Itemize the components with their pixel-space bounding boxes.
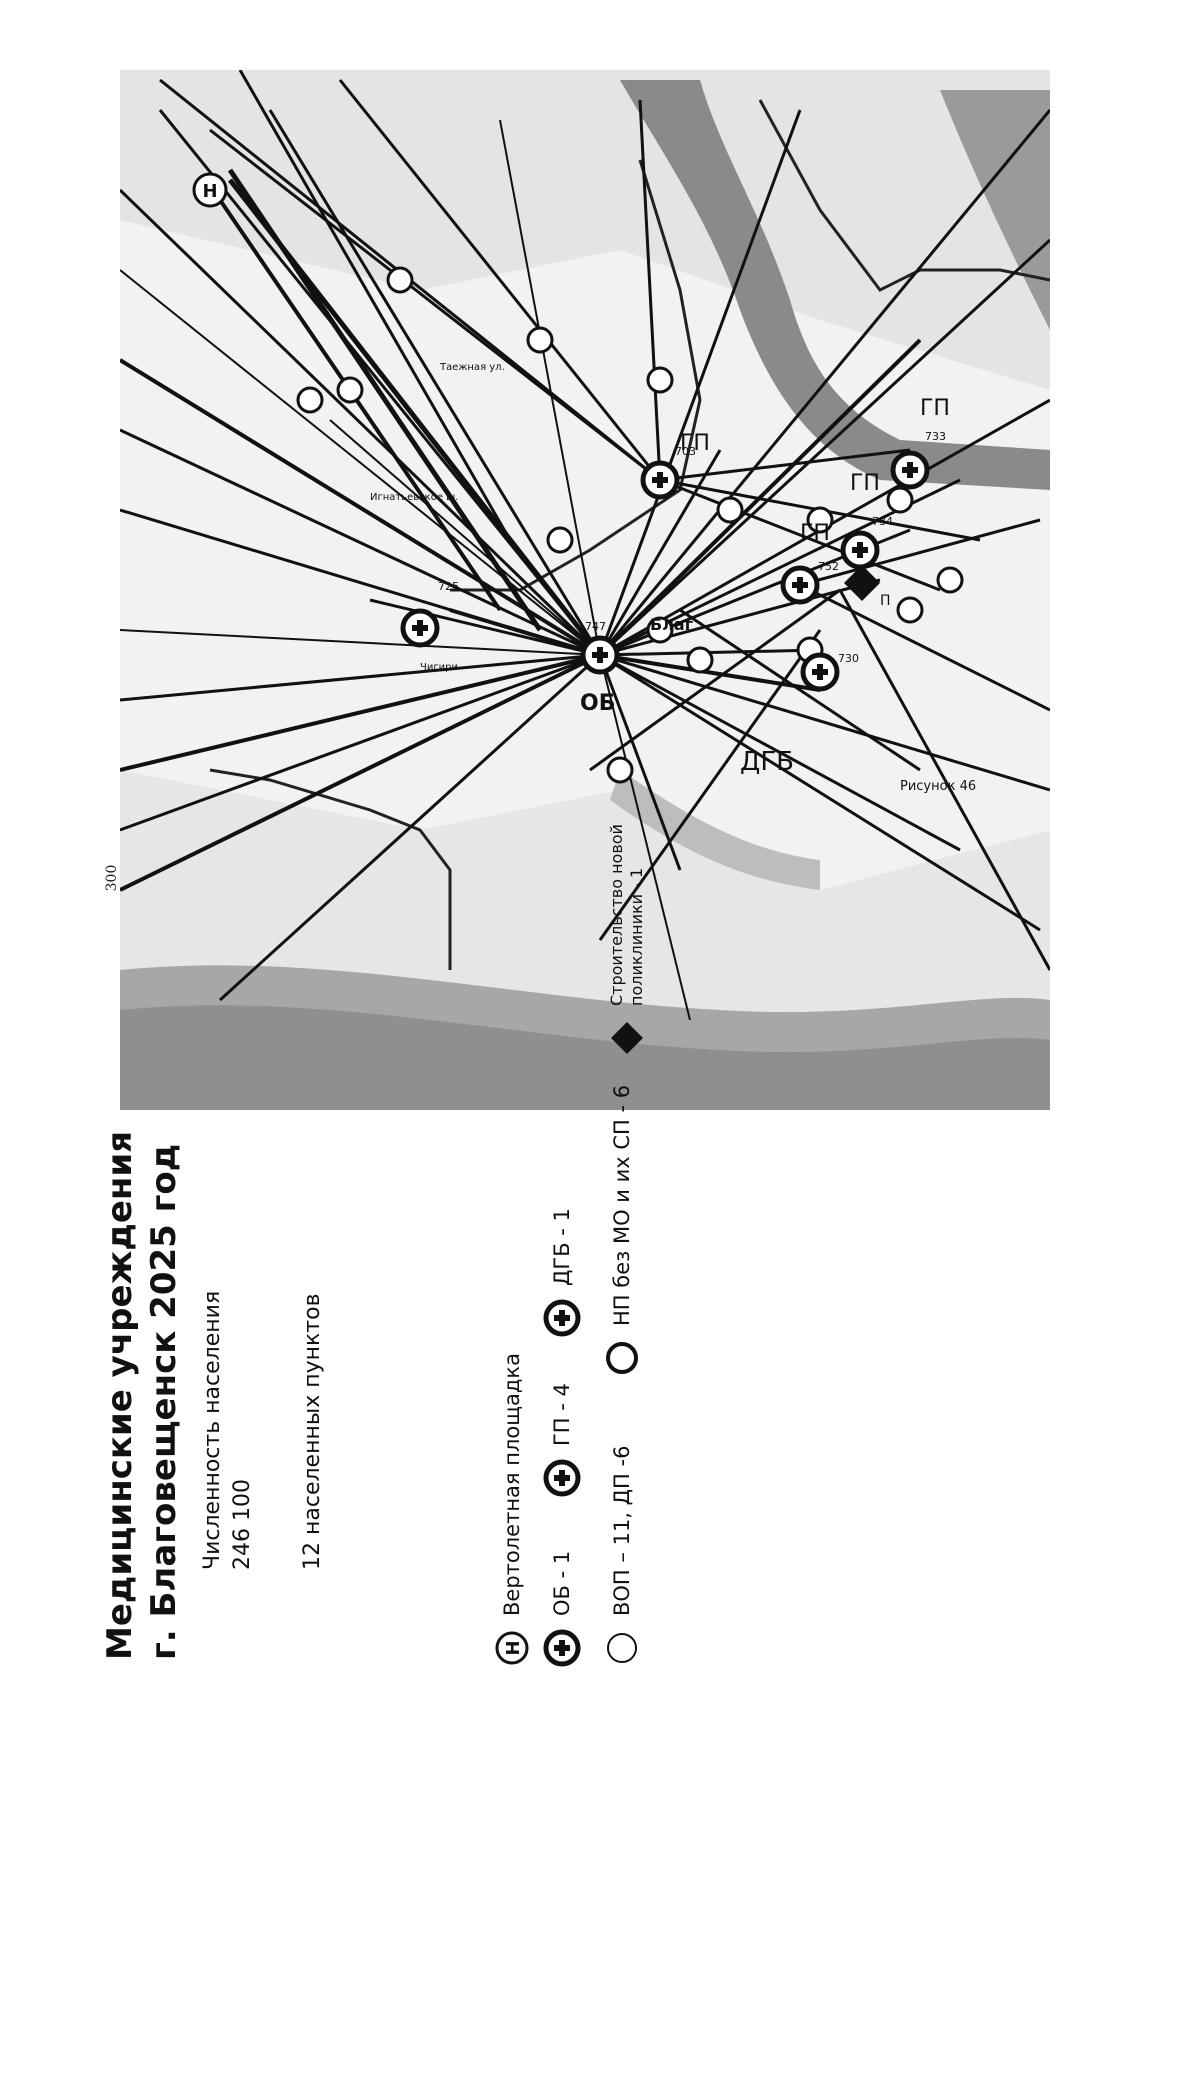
- map-label-tayozhnaya: Таежная ул.: [439, 362, 505, 373]
- helipad-marker: H: [192, 172, 228, 208]
- new-polyclinic-marker: [844, 565, 880, 601]
- page-subtitle: г. Благовещенск 2025 год: [144, 1143, 184, 1660]
- helipad-icon: H: [490, 1626, 534, 1670]
- marker-label: 734: [872, 515, 893, 528]
- marker-label: 730: [838, 652, 859, 665]
- svg-text:H: H: [503, 1640, 524, 1655]
- legend-item-new-polyclinic: Строительство новой поликлиники - 1: [605, 816, 649, 1060]
- marker-label: 747: [585, 620, 606, 633]
- page-title: Медицинские учреждения: [100, 1130, 140, 1660]
- legend-label: НП без МО и их СП - 6: [610, 1084, 634, 1326]
- map-label-gp: ГП: [680, 431, 710, 456]
- map-label-gp: ГП: [920, 396, 950, 421]
- map-view[interactable]: H 747 725 703 752 734 733 730 ОБ ГП: [120, 70, 1050, 1110]
- info-panel: Медицинские учреждения г. Благовещенск 2…: [100, 824, 660, 2090]
- map-label-dgb: ДГБ: [740, 747, 794, 777]
- hospital-cross-icon: [540, 1626, 584, 1670]
- map-label-chigiri: Чигири: [420, 662, 458, 673]
- legend-item-ob: ОБ - 1: [540, 1551, 584, 1670]
- hospital-cross-icon: [540, 1456, 584, 1500]
- black-diamond-icon: [605, 1016, 649, 1060]
- legend-item-vop: ВОП – 11, ДП -6: [600, 1446, 644, 1670]
- hospital-cross-icon: [540, 1296, 584, 1340]
- thick-circle-icon: [600, 1336, 644, 1380]
- legend-item-np: НП без МО и их СП - 6: [600, 1085, 644, 1380]
- population-label: Численность населения: [200, 1290, 225, 1570]
- legend-item-gp: ГП - 4: [540, 1383, 584, 1500]
- svg-text:H: H: [202, 181, 217, 202]
- figure-caption: Рисунок 46: [900, 779, 976, 794]
- marker-label: 733: [925, 430, 946, 443]
- map-canvas[interactable]: H 747 725 703 752 734 733 730 ОБ ГП: [120, 70, 1050, 1110]
- legend-item-dgb: ДГБ - 1: [540, 1208, 584, 1340]
- settlements-count: 12 населенных пунктов: [300, 1293, 325, 1570]
- marker-label: 725: [438, 580, 459, 593]
- map-label-blag: Благ: [650, 615, 693, 634]
- population-value: 246 100: [230, 1479, 255, 1570]
- legend-label: Вертолетная площадка: [500, 1353, 524, 1616]
- legend-item-helipad: H Вертолетная площадка: [490, 1353, 534, 1670]
- legend-label: ДГБ - 1: [550, 1208, 574, 1286]
- map-label-gp: ГП: [800, 521, 830, 546]
- map-label-ignatyevo: Игнатьевское ш.: [370, 492, 458, 503]
- marker-label: 752: [818, 560, 839, 573]
- page-number: 300: [104, 864, 120, 892]
- thin-circle-icon: [600, 1626, 644, 1670]
- legend-label: ОБ - 1: [550, 1550, 574, 1616]
- map-label-gp: ГП: [850, 471, 880, 496]
- map-label-p: П: [880, 593, 891, 609]
- legend-label: Строительство новой поликлиники - 1: [607, 824, 646, 1006]
- map-label-ob: ОБ: [580, 691, 615, 716]
- marker-label: 703: [675, 445, 696, 458]
- legend-label: ГП - 4: [550, 1383, 574, 1446]
- legend-label: ВОП – 11, ДП -6: [610, 1445, 634, 1616]
